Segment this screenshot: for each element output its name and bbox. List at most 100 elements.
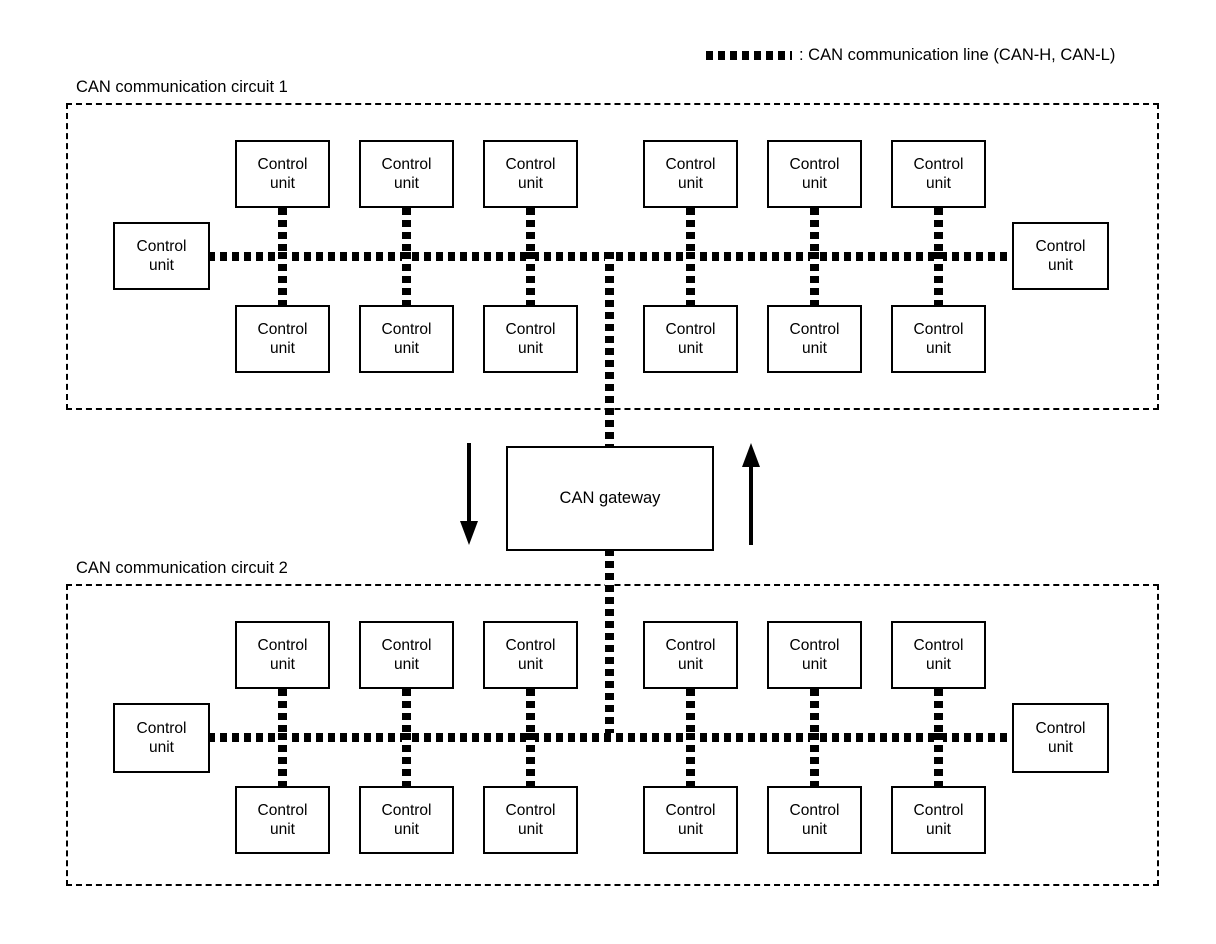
control-unit-line-1: Control bbox=[505, 801, 556, 819]
control-unit-line-1: Control bbox=[257, 801, 308, 819]
control-unit-line-2: unit bbox=[926, 821, 951, 838]
circuit-2-top-control-unit-6[interactable]: Control unit bbox=[891, 621, 986, 689]
circuit-1-stub-top-5 bbox=[810, 208, 819, 256]
control-unit-line-2: unit bbox=[270, 340, 295, 357]
control-unit-line-2: unit bbox=[926, 340, 951, 357]
circuit-2-right-control-unit[interactable]: Control unit bbox=[1012, 703, 1109, 773]
control-unit-line-2: unit bbox=[802, 821, 827, 838]
control-unit-line-1: Control bbox=[257, 636, 308, 654]
circuit-1-bottom-control-unit-6[interactable]: Control unit bbox=[891, 305, 986, 373]
circuit-2-label: CAN communication circuit 2 bbox=[76, 559, 288, 577]
control-unit-line-1: Control bbox=[789, 636, 840, 654]
circuit-2-top-control-unit-5[interactable]: Control unit bbox=[767, 621, 862, 689]
circuit-2-stub-top-2 bbox=[402, 689, 411, 737]
control-unit-line-2: unit bbox=[149, 739, 174, 756]
circuit-1-stub-bottom-1 bbox=[278, 252, 287, 306]
arrow-head bbox=[460, 521, 478, 545]
circuit-1-top-control-unit-5[interactable]: Control unit bbox=[767, 140, 862, 208]
control-unit-line-1: Control bbox=[505, 636, 556, 654]
control-unit-line-1: Control bbox=[136, 719, 187, 737]
circuit-1-stub-top-3 bbox=[526, 208, 535, 256]
circuit-2-stub-bottom-3 bbox=[526, 733, 535, 787]
control-unit-line-2: unit bbox=[678, 656, 703, 673]
circuit-1-bottom-control-unit-1[interactable]: Control unit bbox=[235, 305, 330, 373]
control-unit-line-2: unit bbox=[802, 656, 827, 673]
circuit-2-bottom-control-unit-3[interactable]: Control unit bbox=[483, 786, 578, 854]
control-unit-line-2: unit bbox=[394, 656, 419, 673]
circuit-1-top-control-unit-3[interactable]: Control unit bbox=[483, 140, 578, 208]
circuit-2-bottom-control-unit-6[interactable]: Control unit bbox=[891, 786, 986, 854]
circuit-1-top-control-unit-2[interactable]: Control unit bbox=[359, 140, 454, 208]
control-unit-line-1: Control bbox=[505, 320, 556, 338]
circuit-1-label: CAN communication circuit 1 bbox=[76, 78, 288, 96]
control-unit-line-1: Control bbox=[789, 801, 840, 819]
circuit-1-top-control-unit-6[interactable]: Control unit bbox=[891, 140, 986, 208]
circuit-1-stub-bottom-5 bbox=[810, 252, 819, 306]
control-unit-line-2: unit bbox=[678, 340, 703, 357]
arrow-shaft bbox=[749, 465, 753, 545]
control-unit-line-2: unit bbox=[394, 340, 419, 357]
circuit-2-stub-top-6 bbox=[934, 689, 943, 737]
circuit-2-top-control-unit-2[interactable]: Control unit bbox=[359, 621, 454, 689]
control-unit-line-2: unit bbox=[926, 175, 951, 192]
control-unit-line-2: unit bbox=[394, 175, 419, 192]
gateway-trunk-upper bbox=[605, 252, 614, 448]
control-unit-line-2: unit bbox=[518, 340, 543, 357]
circuit-1-right-control-unit[interactable]: Control unit bbox=[1012, 222, 1109, 290]
circuit-2-stub-bottom-6 bbox=[934, 733, 943, 787]
control-unit-line-2: unit bbox=[1048, 257, 1073, 274]
arrow-up-to-circuit-1 bbox=[738, 443, 764, 545]
control-unit-line-1: Control bbox=[381, 155, 432, 173]
circuit-2-bottom-control-unit-1[interactable]: Control unit bbox=[235, 786, 330, 854]
circuit-2-bottom-control-unit-2[interactable]: Control unit bbox=[359, 786, 454, 854]
control-unit-line-2: unit bbox=[678, 821, 703, 838]
circuit-1-stub-bottom-4 bbox=[686, 252, 695, 306]
control-unit-line-2: unit bbox=[802, 340, 827, 357]
circuit-2-bottom-control-unit-5[interactable]: Control unit bbox=[767, 786, 862, 854]
control-unit-line-1: Control bbox=[789, 320, 840, 338]
gateway-trunk-lower bbox=[605, 549, 614, 739]
circuit-2-left-control-unit[interactable]: Control unit bbox=[113, 703, 210, 773]
circuit-1-top-control-unit-4[interactable]: Control unit bbox=[643, 140, 738, 208]
control-unit-line-1: Control bbox=[505, 155, 556, 173]
circuit-2-bus-line bbox=[208, 733, 1014, 742]
control-unit-line-2: unit bbox=[678, 175, 703, 192]
control-unit-line-1: Control bbox=[665, 155, 716, 173]
circuit-1-bottom-control-unit-5[interactable]: Control unit bbox=[767, 305, 862, 373]
circuit-1-stub-top-2 bbox=[402, 208, 411, 256]
control-unit-line-2: unit bbox=[149, 257, 174, 274]
control-unit-line-2: unit bbox=[270, 821, 295, 838]
control-unit-line-2: unit bbox=[802, 175, 827, 192]
circuit-1-bottom-control-unit-2[interactable]: Control unit bbox=[359, 305, 454, 373]
control-unit-line-2: unit bbox=[1048, 739, 1073, 756]
circuit-2-top-control-unit-3[interactable]: Control unit bbox=[483, 621, 578, 689]
circuit-1-stub-bottom-6 bbox=[934, 252, 943, 306]
circuit-1-bottom-control-unit-3[interactable]: Control unit bbox=[483, 305, 578, 373]
legend-label: : CAN communication line (CAN-H, CAN-L) bbox=[799, 45, 1116, 64]
arrow-down-to-circuit-2 bbox=[456, 443, 482, 545]
control-unit-line-1: Control bbox=[381, 320, 432, 338]
circuit-2-top-control-unit-1[interactable]: Control unit bbox=[235, 621, 330, 689]
circuit-1-stub-top-4 bbox=[686, 208, 695, 256]
circuit-2-top-control-unit-4[interactable]: Control unit bbox=[643, 621, 738, 689]
control-unit-line-1: Control bbox=[913, 320, 964, 338]
control-unit-line-2: unit bbox=[518, 821, 543, 838]
circuit-2-stub-bottom-4 bbox=[686, 733, 695, 787]
can-gateway-label: CAN gateway bbox=[559, 489, 661, 507]
circuit-1-left-control-unit[interactable]: Control unit bbox=[113, 222, 210, 290]
can-gateway[interactable]: CAN gateway bbox=[506, 446, 714, 551]
circuit-1-top-control-unit-1[interactable]: Control unit bbox=[235, 140, 330, 208]
circuit-2-stub-bottom-2 bbox=[402, 733, 411, 787]
legend: : CAN communication line (CAN-H, CAN-L) bbox=[706, 44, 1115, 66]
circuit-2-stub-top-3 bbox=[526, 689, 535, 737]
circuit-2-stub-bottom-1 bbox=[278, 733, 287, 787]
can-line-swatch-icon bbox=[706, 50, 792, 60]
control-unit-line-2: unit bbox=[270, 175, 295, 192]
circuit-1-stub-bottom-2 bbox=[402, 252, 411, 306]
circuit-2-stub-top-4 bbox=[686, 689, 695, 737]
circuit-1-stub-top-6 bbox=[934, 208, 943, 256]
control-unit-line-1: Control bbox=[665, 320, 716, 338]
circuit-2-bottom-control-unit-4[interactable]: Control unit bbox=[643, 786, 738, 854]
circuit-1-bottom-control-unit-4[interactable]: Control unit bbox=[643, 305, 738, 373]
